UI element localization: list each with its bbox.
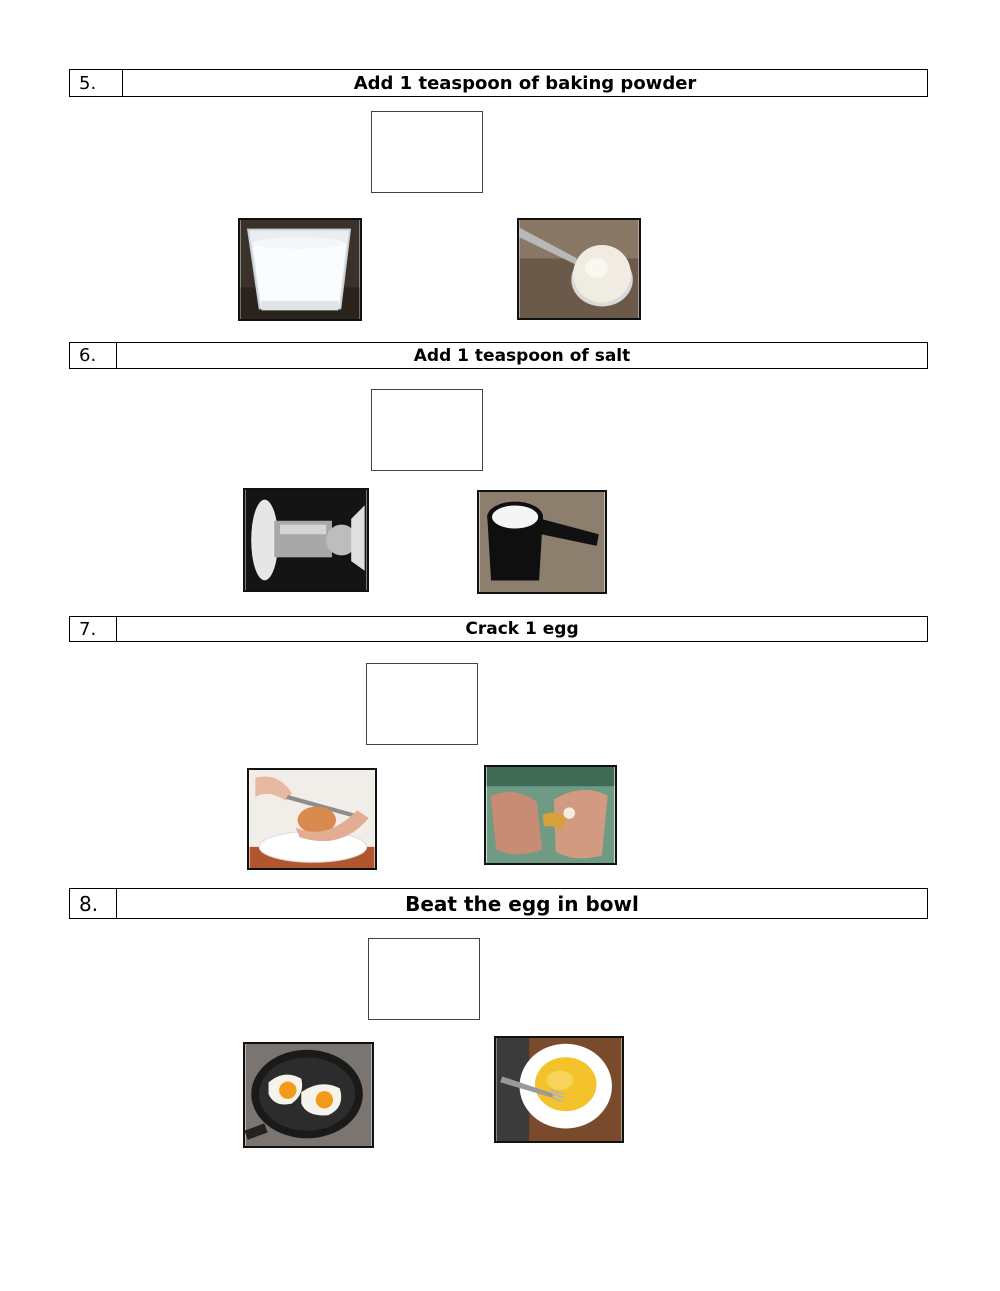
- step-title: Add 1 teaspoon of baking powder: [353, 72, 697, 94]
- cracking-egg-by-hand-icon: [486, 767, 615, 863]
- measuring-cup-of-salt-image[interactable]: [477, 490, 607, 594]
- step-title: Beat the egg in bowl: [405, 891, 639, 916]
- glass-of-milk-image[interactable]: [238, 218, 362, 321]
- step-6-header: 6. Add 1 teaspoon of salt: [69, 342, 928, 369]
- cracking-egg-with-knife-icon: [249, 770, 375, 868]
- spoon-of-baking-powder-icon: [519, 220, 639, 318]
- step-number: 6.: [70, 343, 117, 368]
- salt-shaker-icon: [245, 490, 367, 590]
- salt-shaker-image[interactable]: [243, 488, 369, 592]
- fried-eggs-in-pan-image[interactable]: [243, 1042, 374, 1148]
- glass-of-milk-icon: [240, 220, 360, 319]
- spoon-of-baking-powder-image[interactable]: [517, 218, 641, 320]
- step-title: Add 1 teaspoon of salt: [413, 345, 631, 366]
- measuring-cup-of-salt-icon: [479, 492, 605, 592]
- answer-drop-box[interactable]: [366, 663, 478, 745]
- fried-eggs-in-pan-icon: [245, 1044, 372, 1146]
- cracking-egg-with-knife-image[interactable]: [247, 768, 377, 870]
- step-8-header: 8. Beat the egg in bowl: [69, 888, 928, 919]
- answer-drop-box[interactable]: [368, 938, 480, 1020]
- cracking-egg-by-hand-image[interactable]: [484, 765, 617, 865]
- step-number: 7.: [70, 617, 117, 641]
- step-number: 8.: [70, 889, 117, 918]
- step-number: 5.: [70, 70, 123, 96]
- step-5-header: 5. Add 1 teaspoon of baking powder: [69, 69, 928, 97]
- beaten-egg-in-bowl-image[interactable]: [494, 1036, 624, 1143]
- step-title: Crack 1 egg: [465, 619, 579, 639]
- beaten-egg-in-bowl-icon: [496, 1038, 622, 1141]
- step-7-header: 7. Crack 1 egg: [69, 616, 928, 642]
- answer-drop-box[interactable]: [371, 389, 483, 471]
- answer-drop-box[interactable]: [371, 111, 483, 193]
